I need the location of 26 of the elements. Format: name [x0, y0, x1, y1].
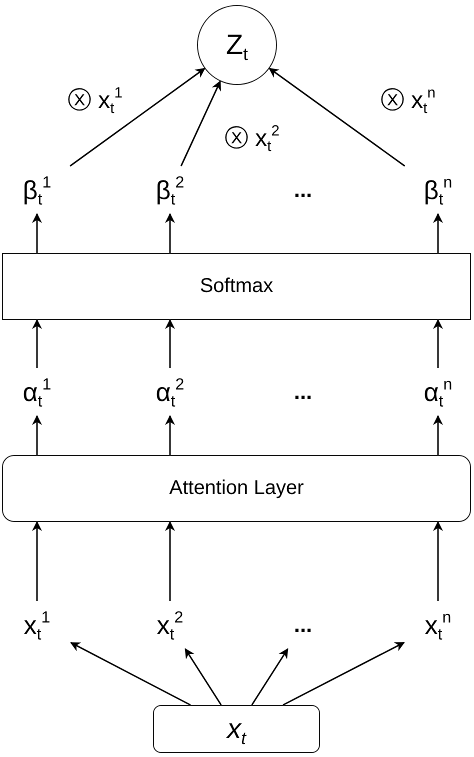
arrow [32, 319, 42, 368]
input-box: x$_{t}$ [153, 705, 320, 753]
arrow [433, 415, 443, 455]
arrow [433, 319, 443, 368]
arrow [165, 415, 175, 455]
arrow [165, 319, 175, 368]
circle-node: Z$_{t}$ [197, 5, 277, 85]
arrow [165, 213, 175, 253]
process-box: Attention Layer [2, 455, 471, 522]
process-box: Softmax [2, 253, 471, 320]
arrow [282, 642, 405, 706]
arrow [70, 642, 191, 706]
arrow [184, 648, 222, 706]
ellipsis-label: ... [276, 168, 330, 212]
ellipsis-label: ... [276, 603, 330, 647]
arrow [32, 521, 42, 601]
arrow [70, 68, 206, 167]
ellipsis-label: ... [276, 370, 330, 414]
arrow [32, 213, 42, 253]
arrow [433, 521, 443, 601]
arrow [268, 68, 406, 167]
arrow [433, 213, 443, 253]
arrow [251, 648, 288, 706]
arrow [165, 521, 175, 601]
arrow [180, 80, 221, 166]
arrow [32, 415, 42, 455]
